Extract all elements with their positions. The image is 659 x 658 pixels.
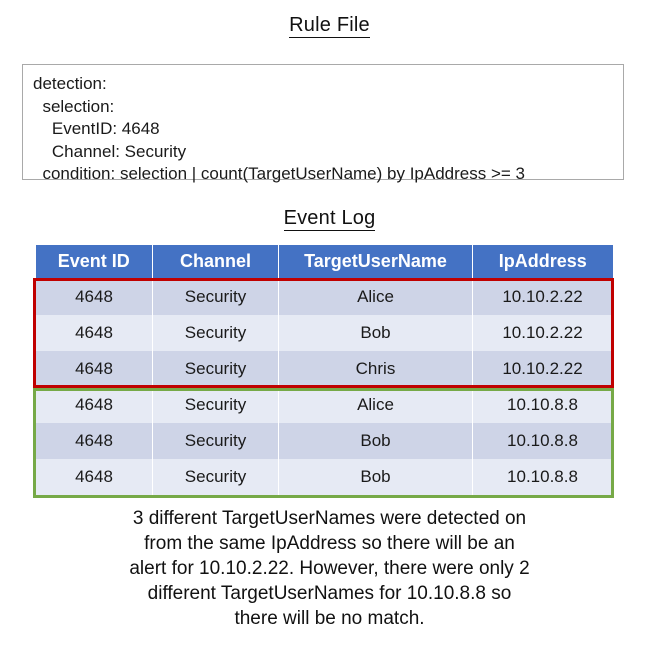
event-log-title: Event Log xyxy=(0,207,659,231)
cell-channel: Security xyxy=(152,351,279,387)
table-row: 4648 Security Chris 10.10.2.22 xyxy=(35,351,613,387)
caption-line-4: different TargetUserNames for 10.10.8.8 … xyxy=(147,583,512,604)
event-log-title-text: Event Log xyxy=(283,207,376,231)
table-row: 4648 Security Alice 10.10.2.22 xyxy=(35,278,613,315)
column-header-event-id: Event ID xyxy=(35,245,153,279)
cell-ipaddress: 10.10.8.8 xyxy=(472,423,613,459)
cell-event-id: 4648 xyxy=(35,459,153,495)
cell-targetusername: Chris xyxy=(278,351,473,387)
event-log-table-wrapper: Event ID Channel TargetUserName IpAddres… xyxy=(35,245,613,495)
rule-file-title: Rule File xyxy=(0,14,659,38)
cell-channel: Security xyxy=(152,423,279,459)
cell-targetusername: Bob xyxy=(278,459,473,495)
cell-ipaddress: 10.10.2.22 xyxy=(472,351,613,387)
rule-line-condition: condition: selection | count(TargetUserN… xyxy=(33,164,525,183)
table-row: 4648 Security Alice 10.10.8.8 xyxy=(35,387,613,423)
column-header-ipaddress: IpAddress xyxy=(472,245,613,279)
cell-event-id: 4648 xyxy=(35,315,153,351)
cell-channel: Security xyxy=(152,387,279,423)
cell-event-id: 4648 xyxy=(35,387,153,423)
cell-channel: Security xyxy=(152,459,279,495)
cell-event-id: 4648 xyxy=(35,351,153,387)
caption-line-2: from the same IpAddress so there will be… xyxy=(144,533,515,554)
cell-ipaddress: 10.10.2.22 xyxy=(472,278,613,315)
rule-line-selection: selection: xyxy=(33,96,115,116)
cell-targetusername: Bob xyxy=(278,423,473,459)
table-row: 4648 Security Bob 10.10.8.8 xyxy=(35,423,613,459)
cell-event-id: 4648 xyxy=(35,423,153,459)
table-row: 4648 Security Bob 10.10.8.8 xyxy=(35,459,613,495)
caption-line-1: 3 different TargetUserNames were detecte… xyxy=(132,508,527,529)
cell-channel: Security xyxy=(152,278,279,315)
rule-file-title-text: Rule File xyxy=(289,14,370,38)
rule-line-channel: Channel: Security xyxy=(33,141,187,161)
rule-file-box: detection: selection: EventID: 4648 Chan… xyxy=(22,64,624,183)
column-header-channel: Channel xyxy=(152,245,279,279)
caption-line-3: alert for 10.10.2.22. However, there wer… xyxy=(129,558,530,579)
cell-ipaddress: 10.10.8.8 xyxy=(472,387,613,423)
cell-targetusername: Alice xyxy=(278,387,473,423)
cell-ipaddress: 10.10.2.22 xyxy=(472,315,613,351)
table-row: 4648 Security Bob 10.10.2.22 xyxy=(35,315,613,351)
cell-targetusername: Alice xyxy=(278,278,473,315)
cell-channel: Security xyxy=(152,315,279,351)
rule-line-eventid: EventID: 4648 xyxy=(33,119,160,138)
cell-targetusername: Bob xyxy=(278,315,473,351)
caption-line-5: there will be no match. xyxy=(234,608,425,629)
table-header-row: Event ID Channel TargetUserName IpAddres… xyxy=(35,245,613,279)
rule-line-detection: detection: xyxy=(33,74,107,93)
column-header-targetusername: TargetUserName xyxy=(278,245,473,279)
explanation-caption: 3 different TargetUserNames were detecte… xyxy=(40,506,619,631)
cell-ipaddress: 10.10.8.8 xyxy=(472,459,613,495)
cell-event-id: 4648 xyxy=(35,278,153,315)
event-log-table: Event ID Channel TargetUserName IpAddres… xyxy=(35,245,613,495)
